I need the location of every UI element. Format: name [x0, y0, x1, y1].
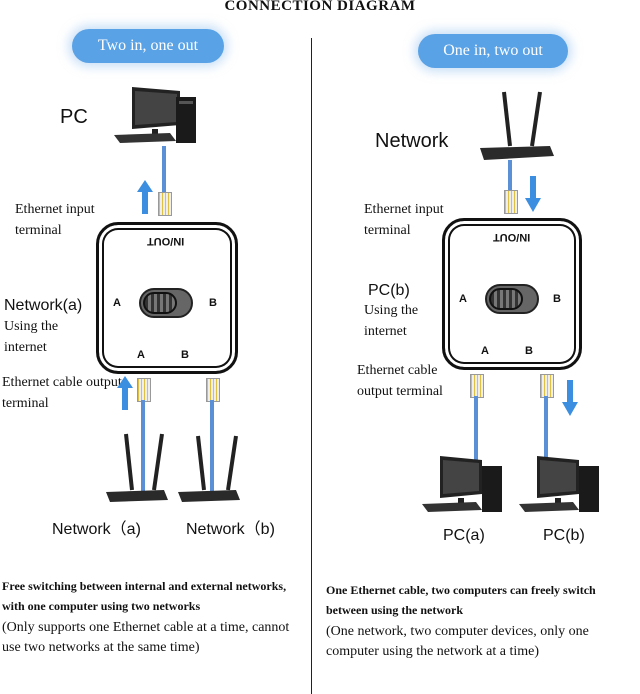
bottom-a-label: A: [137, 349, 145, 361]
ethernet-plug-icon: [470, 374, 484, 398]
ethernet-plug-icon: [504, 190, 518, 214]
box-label: IN/OUT: [493, 231, 531, 243]
right-using-label: Using the internet: [364, 303, 419, 339]
pc-icon: [519, 456, 599, 512]
arrow-down-icon: [525, 176, 541, 212]
right-top-cable: [508, 160, 512, 194]
switch-knob[interactable]: [489, 288, 523, 310]
left-cable-b: [210, 400, 214, 492]
left-description-bold: Free switching between internal and exte…: [2, 579, 287, 613]
ethernet-plug-icon: [137, 378, 151, 402]
ethernet-plug-icon: [206, 378, 220, 402]
right-pc-b-label: PC(b): [368, 282, 410, 299]
right-cable-a: [474, 396, 478, 468]
router-icon: [480, 91, 554, 160]
left-using-label: Using the internet: [4, 319, 59, 355]
bottom-b-label: B: [181, 349, 189, 361]
left-switch-box: IN/OUT A B A B: [96, 222, 238, 374]
left-pc-label: PC: [60, 106, 88, 128]
left-top-cable: [162, 146, 166, 194]
left-cable-a: [141, 400, 145, 492]
left-input-label: Ethernet input terminal: [15, 202, 95, 238]
right-mode-pill: One in, two out: [418, 34, 568, 68]
router-icon: [178, 435, 240, 502]
right-network-label: Network: [375, 130, 449, 152]
pc-icon: [114, 87, 196, 143]
side-a-label: A: [113, 297, 121, 309]
switch-knob[interactable]: [143, 292, 177, 314]
right-description-bold: One Ethernet cable, two computers can fr…: [326, 583, 596, 617]
left-description: (Only supports one Ethernet cable at a t…: [2, 620, 290, 655]
selector-switch[interactable]: [139, 288, 193, 318]
right-description: (One network, two computer devices, only…: [326, 624, 589, 659]
right-input-label: Ethernet input terminal: [364, 202, 444, 238]
pc-icon: [422, 456, 502, 512]
right-bottom-pc-a: PC(a): [443, 527, 485, 544]
arrow-up-icon: [117, 376, 133, 410]
right-output-label: Ethernet cable output terminal: [357, 363, 443, 399]
box-label: IN/OUT: [147, 235, 185, 247]
router-icon: [106, 433, 168, 502]
left-mode-pill: Two in, one out: [72, 29, 224, 63]
bottom-a-label: A: [481, 345, 489, 357]
arrow-down-icon: [562, 380, 578, 416]
right-cable-b: [544, 396, 548, 468]
side-b-label: B: [209, 297, 217, 309]
side-a-label: A: [459, 293, 467, 305]
bottom-b-label: B: [525, 345, 533, 357]
left-bottom-network-a: Network（a): [52, 521, 141, 538]
center-divider: [311, 38, 312, 694]
side-b-label: B: [553, 293, 561, 305]
ethernet-plug-icon: [158, 192, 172, 216]
left-bottom-network-b: Network（b): [186, 521, 275, 538]
right-switch-box: IN/OUT A B A B: [442, 218, 582, 370]
ethernet-plug-icon: [540, 374, 554, 398]
left-output-label: Ethernet cable output terminal: [2, 375, 122, 411]
right-bottom-pc-b: PC(b): [543, 527, 585, 544]
selector-switch[interactable]: [485, 284, 539, 314]
left-network-a-label: Network(a): [4, 297, 83, 314]
diagram-title: CONNECTION DIAGRAM: [224, 0, 416, 14]
arrow-up-icon: [137, 180, 153, 214]
